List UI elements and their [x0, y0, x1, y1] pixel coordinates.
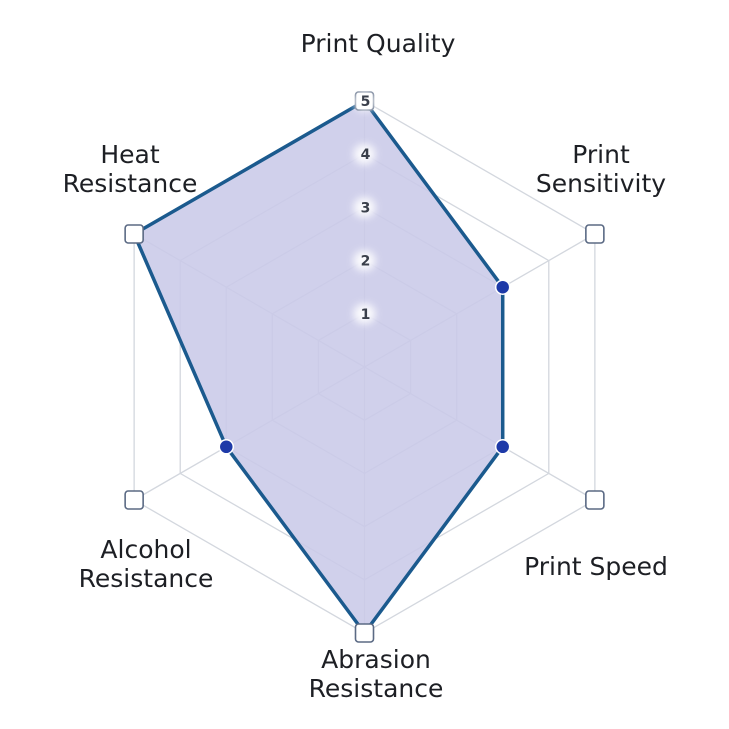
tick-halo: [353, 91, 376, 111]
radial-tick-labels: 1 2 3 4 5: [353, 91, 376, 324]
axis-handle-3[interactable]: [354, 623, 375, 643]
axis-label-line: Heat: [100, 140, 159, 169]
axis-label-2: Print Speed: [524, 552, 668, 581]
axis-handle-5[interactable]: [124, 224, 144, 244]
axis-label-line: Resistance: [79, 564, 214, 593]
data-point-1[interactable]: [494, 279, 511, 295]
axis-handle-4[interactable]: [124, 490, 144, 510]
tick-label: 2: [361, 254, 371, 270]
axis-label-0: Print Quality: [301, 29, 456, 58]
axis-label-line: Alcohol: [100, 535, 191, 564]
axis-label-line: Resistance: [309, 674, 444, 703]
data-point-2[interactable]: [494, 439, 511, 455]
tick-halo: [353, 197, 376, 218]
axis-handle-2[interactable]: [585, 490, 605, 510]
axis-label-line: Print: [572, 140, 630, 169]
tick-halo: [353, 303, 376, 324]
axis-label-line: Print Speed: [524, 552, 668, 581]
axis-label-line: Resistance: [63, 169, 198, 198]
tick-label: 5: [361, 94, 371, 110]
tick-label: 1: [361, 307, 371, 323]
data-point-4[interactable]: [218, 439, 235, 455]
tick-label: 3: [361, 200, 371, 216]
tick-label: 4: [361, 147, 371, 163]
axis-label-line: Print Quality: [301, 29, 456, 58]
axis-handle-1[interactable]: [585, 224, 605, 244]
tick-halo: [353, 144, 376, 165]
axis-label-line: Abrasion: [321, 645, 431, 674]
tick-halo: [353, 250, 376, 271]
axis-label-line: Sensitivity: [536, 169, 666, 198]
